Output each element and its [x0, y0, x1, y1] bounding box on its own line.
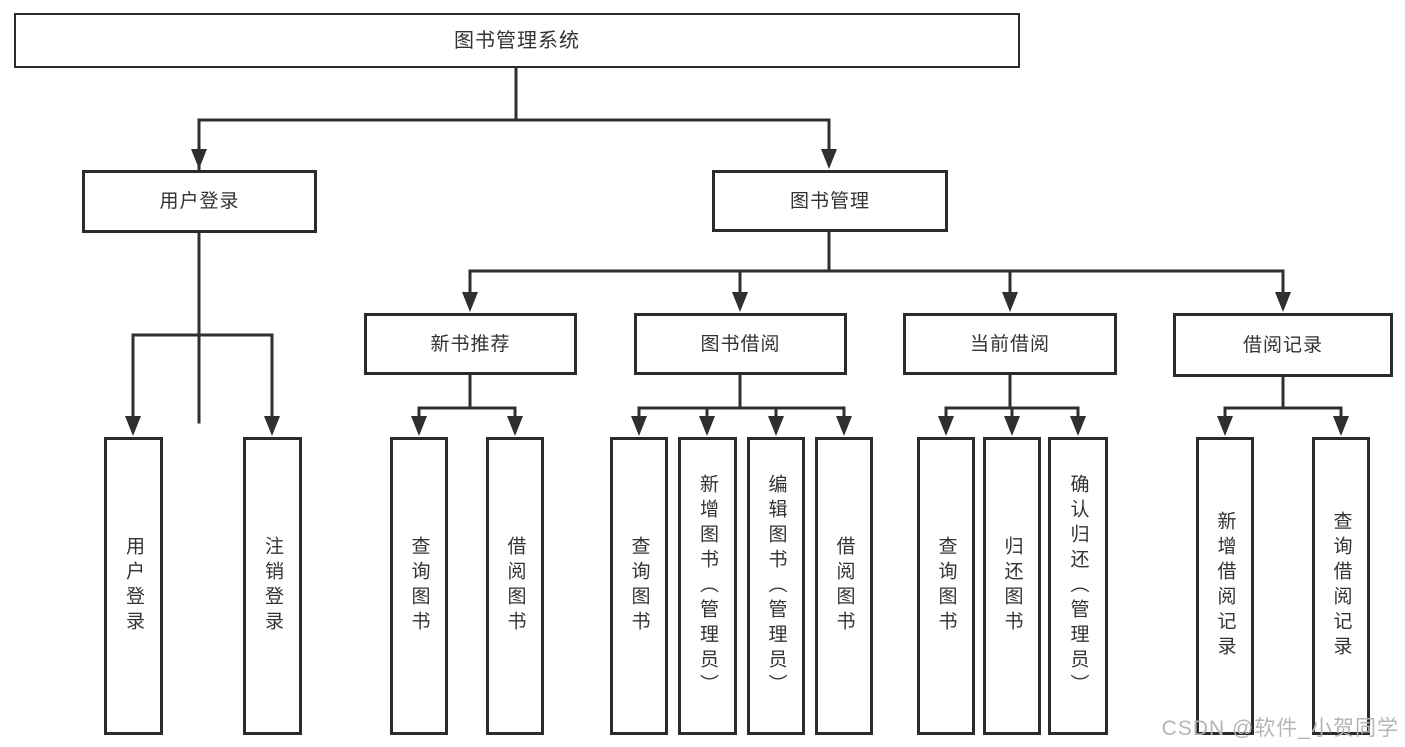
node-return-books: 归还图书	[983, 437, 1041, 735]
leaf-label: 新增图书（管理员）	[697, 473, 718, 699]
node-current-borrowing: 当前借阅	[903, 313, 1117, 375]
leaf-label: 查询借阅记录	[1330, 511, 1352, 661]
node-borrow-books-borrowing: 借阅图书	[815, 437, 873, 735]
leaf-label: 新增借阅记录	[1214, 511, 1236, 661]
leaf-label: 编辑图书（管理员）	[765, 473, 787, 699]
node-query-books-recommend: 查询图书	[390, 437, 448, 735]
connector-new-book-recommendation-to-leaves	[411, 373, 523, 436]
leaf-label: 注销登录	[262, 536, 283, 636]
leaf-label: 查询图书	[935, 536, 957, 636]
connector-borrowing-records-to-leaves	[1217, 375, 1349, 436]
csdn-watermark: CSDN @软件_小贺同学	[1161, 717, 1399, 740]
node-borrowing-records: 借阅记录	[1173, 313, 1393, 377]
node-book-borrowing: 图书借阅	[634, 313, 847, 375]
node-logout-leaf: 注销登录	[243, 437, 302, 735]
connector-book-management-to-groups	[462, 230, 1291, 312]
connector-book-borrowing-to-leaves	[631, 373, 852, 436]
node-user-login: 用户登录	[82, 170, 317, 233]
leaf-label: 确认归还（管理员）	[1067, 473, 1089, 699]
node-add-borrow-record: 新增借阅记录	[1196, 437, 1254, 735]
node-query-borrow-record: 查询借阅记录	[1312, 437, 1370, 735]
node-add-book-admin: 新增图书（管理员）	[678, 437, 737, 735]
leaf-label: 借阅图书	[504, 536, 526, 636]
connector-user-login-to-leaves	[125, 231, 280, 436]
leaf-label: 归还图书	[1001, 536, 1023, 636]
connector-current-borrowing-to-leaves	[938, 373, 1086, 436]
node-edit-book-admin: 编辑图书（管理员）	[747, 437, 805, 735]
leaf-label: 查询图书	[408, 536, 430, 636]
node-borrow-books-recommend: 借阅图书	[486, 437, 544, 735]
leaf-label: 用户登录	[123, 536, 144, 636]
node-confirm-return-admin: 确认归还（管理员）	[1048, 437, 1108, 735]
node-book-management: 图书管理	[712, 170, 948, 232]
leaf-label: 查询图书	[628, 536, 650, 636]
node-new-book-recommendation: 新书推荐	[364, 313, 577, 375]
leaf-label: 借阅图书	[833, 536, 855, 636]
node-query-books-current: 查询图书	[917, 437, 975, 735]
node-library-management-system: 图书管理系统	[14, 13, 1020, 68]
node-user-login-leaf: 用户登录	[104, 437, 163, 735]
node-query-books-borrowing: 查询图书	[610, 437, 668, 735]
